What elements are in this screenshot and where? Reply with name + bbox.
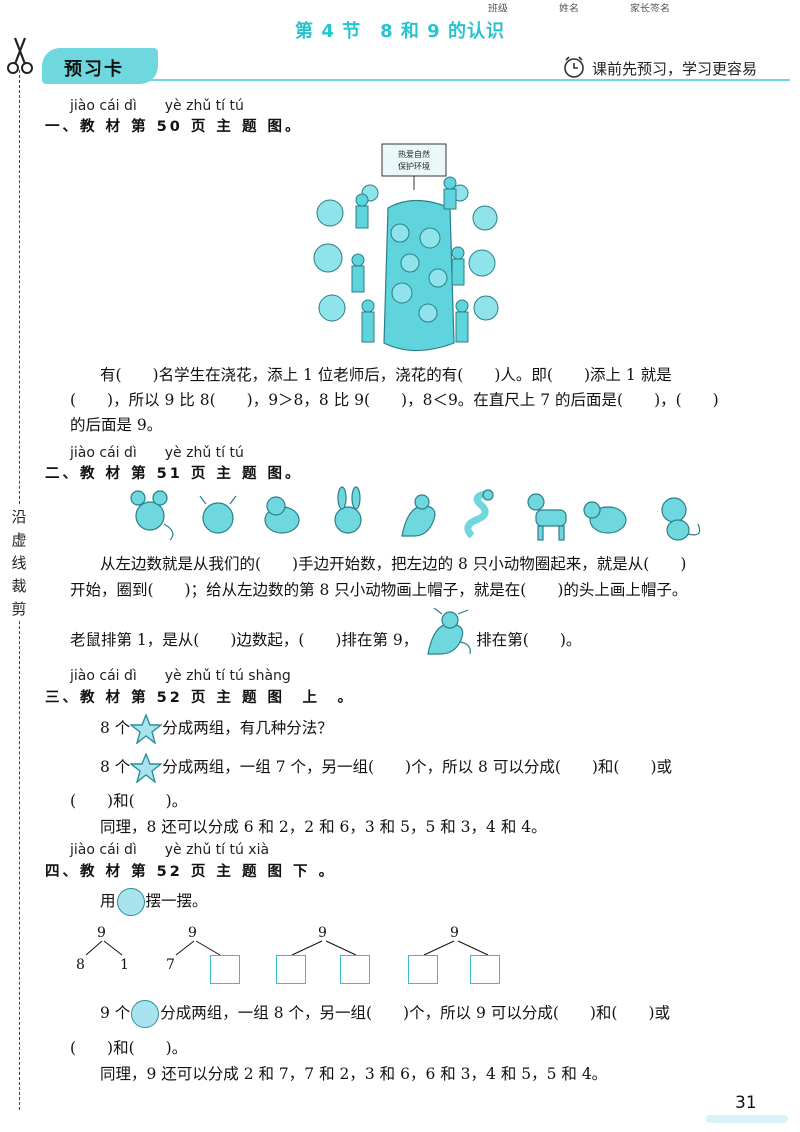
section3-heading: 三、教 材 第 52 页 主 题 图 上 。 [45,690,356,706]
ox-icon [199,495,237,534]
tree-branches [85,940,123,956]
tree-top-number: 9 [450,925,459,941]
answer-box[interactable] [276,955,306,984]
tree-branches [291,940,357,956]
tree-branches [175,940,221,956]
rabbit-icon [334,486,362,534]
sheep-icon [583,501,627,534]
number-tree: 9 8 1 [74,925,144,975]
section4-instruction-suffix: 摆一摆。 [145,892,208,910]
number-tree: 9 [272,925,376,987]
name-field[interactable] [579,6,627,12]
section1-heading: 一、教 材 第 50 页 主 题 图。 [45,119,303,135]
answer-box[interactable] [408,955,438,984]
study-tip: 课前先预习，学习更容易 [592,60,758,78]
watering-flowers-illustration: 热爱自然 保护环境 [313,143,499,352]
section4-line4: 同理，9 还可以分成 2 和 7，7 和 2，3 和 6，6 和 3，4 和 5… [100,1065,608,1083]
horse-icon [527,493,567,541]
section2-heading: 二、教 材 第 51 页 主 题 图。 [45,466,303,482]
tree-right-number: 1 [120,957,129,973]
section1-pinyin: jiào cái dì yè zhǔ tí tú [70,98,244,114]
tree-left-number: 8 [76,957,85,973]
tree-branches [423,940,489,956]
header-rule [150,79,790,81]
section3-line2: 8 个 分成两组，一组 7 个，另一组( )个，所以 8 可以分成( )和( )或 [100,753,672,783]
student-info-bar: 班级 姓名 家长签名 [488,0,793,12]
number-tree: 9 7 [160,925,250,987]
section3-line2-prefix: 8 个 [100,758,131,776]
monkey-icon [661,497,701,541]
preview-card-tab: 预习卡 [42,48,158,84]
section1-line1: 有( )名学生在浇花，添上 1 位老师后，浇花的有( )人。即( )添上 1 就… [100,366,672,384]
class-field[interactable] [508,6,556,12]
svg-text:热爱自然: 热爱自然 [398,149,430,159]
section3-question-prefix: 8 个 [100,719,131,737]
star-icon [130,753,163,783]
snake-icon [464,489,494,539]
circle-counter-icon [116,888,145,916]
section1-line3: 的后面是 9。 [70,416,163,434]
answer-box[interactable] [210,955,240,984]
section4-line3: ( )和( )。 [70,1039,188,1057]
page-number-bar [706,1115,788,1123]
section4-pinyin: jiào cái dì yè zhǔ tí tú xià [70,842,270,858]
parent-sign-field[interactable] [670,6,718,12]
section2-line2: 开始，圈到( )；给从左边数的第 8 只小动物画上帽子，就是在( )的头上画上帽… [70,581,688,599]
number-tree: 9 [404,925,508,987]
tree-top-number: 9 [318,925,327,941]
section3-pinyin: jiào cái dì yè zhǔ tí tú shàng [70,668,291,684]
dragon-icon [427,607,472,655]
section4-line2-prefix: 9 个 [100,1004,131,1022]
section4-line2: 9 个 分成两组，一组 8 个，另一组( )个，所以 9 可以分成( )和( )或 [100,1000,670,1028]
section3-line2-suffix: 分成两组，一组 7 个，另一组( )个，所以 8 可以分成( )和( )或 [162,758,673,776]
section3-question: 8 个 分成两组，有几种分法？ [100,714,333,744]
preview-card-label: 预习卡 [64,59,124,80]
tree-top-number: 9 [97,925,106,941]
page-title: 第 4 节 8 和 9 的认识 [295,21,505,42]
scissors-icon [7,37,33,74]
tree-left-number: 7 [166,957,175,973]
tree-top-number: 9 [188,925,197,941]
circle-counter-icon [131,1000,160,1028]
section3-question-suffix: 分成两组，有几种分法？ [162,719,333,737]
alarm-clock-icon [564,56,584,78]
section2-line3: 老鼠排第 1，是从( )边数起，( )排在第 9， 排在第( )。 [70,607,582,660]
section4-line2-suffix: 分成两组，一组 8 个，另一组( )个，所以 9 可以分成( )和( )或 [160,1004,671,1022]
zodiac-animals-row [130,486,701,541]
svg-text:保护环境: 保护环境 [398,161,430,171]
name-label: 姓名 [559,4,579,12]
dragon-icon [401,494,436,537]
section2-line3-b: 排在第( )。 [476,631,582,649]
section4-heading: 四、教 材 第 52 页 主 题 图 下 。 [45,864,337,880]
section3-line3: ( )和( )。 [70,792,188,810]
answer-box[interactable] [340,955,370,984]
section4-instruction: 用 摆一摆。 [100,888,208,916]
section2-line3-a: 老鼠排第 1，是从( )边数起，( )排在第 9， [70,631,419,649]
section3-line4: 同理，8 还可以分成 6 和 2，2 和 6，3 和 5，5 和 3，4 和 4… [100,818,547,836]
tiger-icon [264,496,300,534]
parent-sign-label: 家长签名 [630,4,670,12]
star-icon [130,714,163,744]
class-label: 班级 [488,4,508,12]
answer-box[interactable] [470,955,500,984]
page-number: 31 [735,1093,757,1113]
section2-pinyin: jiào cái dì yè zhǔ tí tú [70,445,244,461]
cut-instruction: 沿虚线裁剪 [6,506,32,621]
section1-line2: ( )，所以 9 比 8( )，9＞8，8 比 9( )，8＜9。在直尺上 7 … [70,391,719,409]
section4-instruction-prefix: 用 [100,892,116,910]
mouse-icon [130,490,174,541]
section2-line1: 从左边数就是从我们的( )手边开始数，把左边的 8 只小动物圈起来，就是从( ) [100,555,687,573]
